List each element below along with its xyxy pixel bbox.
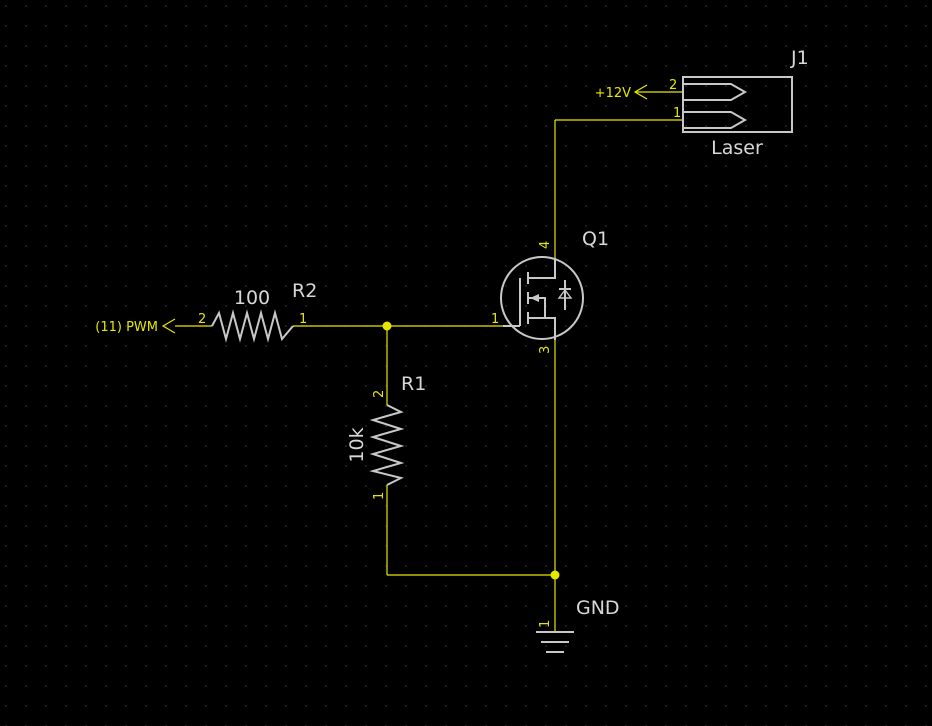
r1-body bbox=[369, 404, 405, 486]
q1-body bbox=[500, 256, 584, 340]
junction-dot-gnd[interactable] bbox=[550, 570, 560, 580]
net-label-pwm[interactable]: (11) PWM bbox=[95, 318, 176, 335]
j1-pin-top: 2 bbox=[669, 78, 677, 93]
net-label-pwm-text: (11) PWM bbox=[95, 320, 158, 335]
q1-pin-source: 3 bbox=[538, 346, 553, 354]
net-label-12v-text: +12V bbox=[595, 86, 631, 101]
j1-pin-bottom: 1 bbox=[673, 106, 681, 121]
gnd-label: GND bbox=[576, 597, 620, 619]
wires bbox=[175, 91, 683, 632]
r2-body bbox=[211, 309, 294, 343]
j1-ref: J1 bbox=[790, 47, 809, 69]
mosfet-q1[interactable]: 1 4 3 Q1 bbox=[491, 228, 609, 354]
j1-body bbox=[682, 76, 793, 133]
net-arrow-pwm bbox=[161, 318, 176, 334]
j1-value: Laser bbox=[711, 137, 763, 159]
r1-pin-bottom: 1 bbox=[372, 492, 387, 500]
gnd-pin: 1 bbox=[538, 620, 553, 628]
resistor-r2[interactable]: 2 1 100 R2 bbox=[198, 280, 317, 343]
r1-ref: R1 bbox=[401, 373, 426, 395]
r2-pin-right: 1 bbox=[299, 312, 307, 327]
net-label-12v[interactable]: +12V bbox=[595, 84, 648, 101]
q1-pin-drain: 4 bbox=[538, 241, 553, 249]
r1-value: 10k bbox=[346, 427, 368, 462]
j1-contact-bot bbox=[683, 111, 748, 129]
q1-diode-tri bbox=[557, 288, 573, 299]
connector-j1[interactable]: 2 1 J1 Laser bbox=[669, 47, 809, 159]
net-arrow-12v bbox=[633, 84, 648, 100]
q1-ref: Q1 bbox=[582, 228, 609, 250]
r2-pin-left: 2 bbox=[198, 312, 206, 327]
q1-pin-gate: 1 bbox=[491, 312, 499, 327]
junction-dot-gate[interactable] bbox=[382, 321, 392, 331]
r2-ref: R2 bbox=[292, 280, 317, 302]
ground-symbol[interactable]: 1 GND bbox=[536, 597, 620, 653]
r2-value: 100 bbox=[234, 287, 270, 309]
q1-drain-conn bbox=[528, 258, 556, 279]
r1-pin-top: 2 bbox=[372, 390, 387, 398]
q1-arrow bbox=[530, 294, 539, 302]
q1-source-conn bbox=[528, 317, 556, 340]
resistor-r1[interactable]: 2 1 10k R1 bbox=[346, 373, 426, 500]
j1-contact-top bbox=[683, 83, 748, 101]
